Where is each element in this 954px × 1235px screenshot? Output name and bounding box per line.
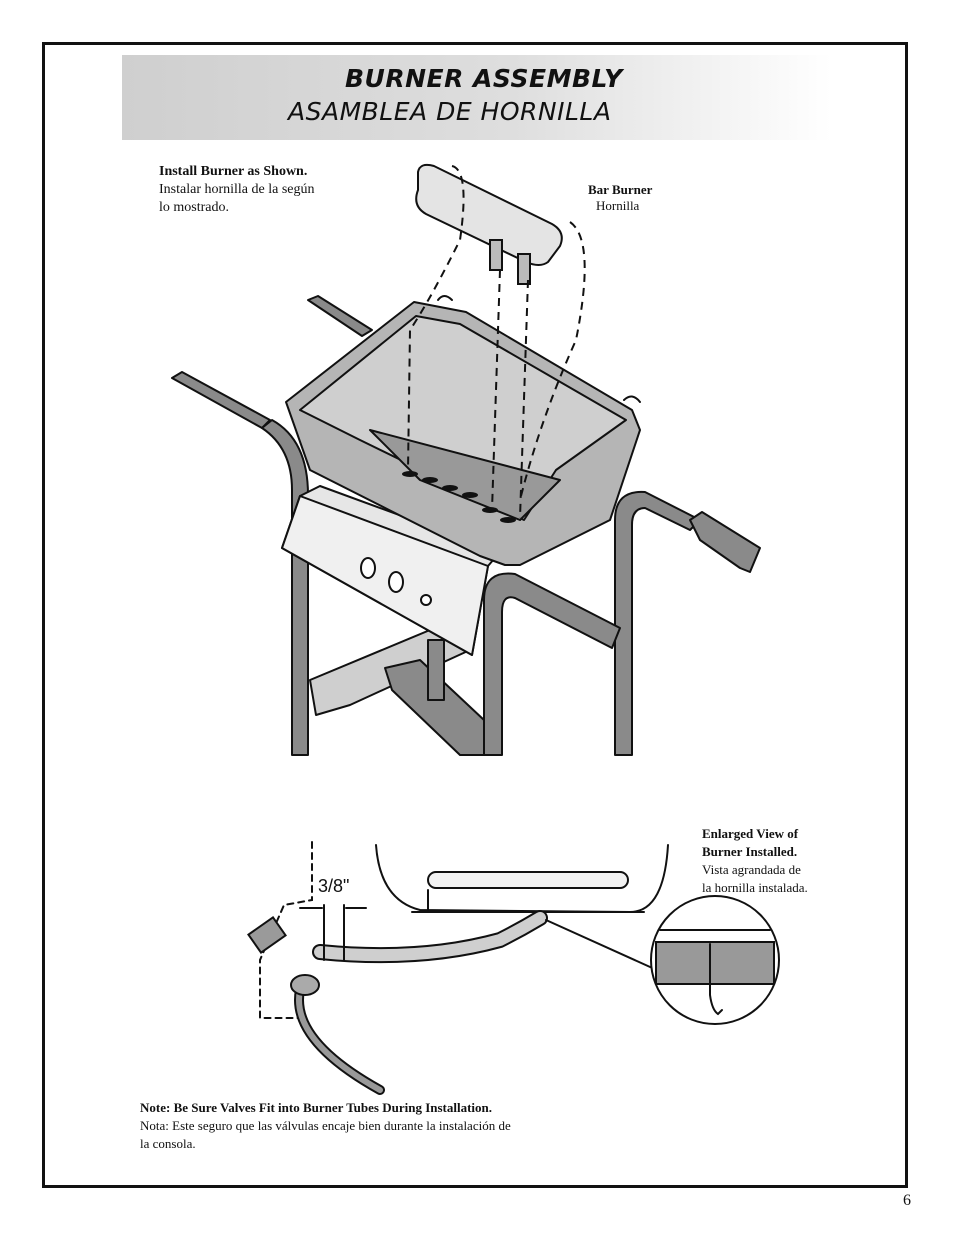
page-title-spanish: ASAMBLEA DE HORNILLA — [288, 97, 612, 126]
right-knob — [388, 571, 404, 593]
install-instruction-es-2: lo mostrado. — [159, 200, 229, 215]
page-number: 6 — [903, 1192, 911, 1209]
bar-burner-label: Bar Burner — [588, 182, 653, 197]
enlarged-view-label-2: Burner Installed. — [702, 844, 798, 859]
left-knob — [360, 557, 376, 579]
burner-in-firebox — [427, 871, 629, 889]
note-bold: Note: Be Sure Valves Fit into Burner Tub… — [140, 1100, 493, 1115]
enlarged-view-label-4: la hornilla instalada. — [702, 880, 808, 895]
enlarged-view-label-1: Enlarged View of — [702, 826, 799, 841]
valve-knob — [247, 915, 287, 955]
note-es-2: la consola. — [140, 1136, 196, 1151]
right-rear-bar — [689, 511, 761, 573]
install-instruction-bold: Install Burner as Shown. — [159, 164, 308, 179]
right-rear-leg — [614, 490, 701, 756]
igniter-button — [420, 594, 432, 606]
install-instruction-es-1: Instalar hornilla de la según — [159, 182, 315, 197]
front-lower-bar — [384, 659, 485, 756]
gas-hose — [294, 985, 385, 1095]
rear-frame-bar — [307, 295, 373, 337]
page-frame — [42, 42, 908, 1188]
note-es-1: Nota: Este seguro que las válvulas encaj… — [140, 1118, 511, 1133]
bar-burner-label-es: Hornilla — [596, 198, 640, 213]
page-title: BURNER ASSEMBLY — [345, 64, 623, 93]
bar-burner — [415, 163, 563, 266]
title-banner — [122, 55, 832, 140]
front-right-leg — [483, 572, 621, 756]
regulator — [290, 974, 320, 996]
middle-leg — [427, 639, 445, 701]
enlarged-view-label-3: Vista agrandada de — [702, 862, 801, 877]
dimension-label: 3/8" — [318, 876, 350, 896]
left-frame-bar — [171, 371, 271, 429]
left-leg — [261, 419, 309, 756]
